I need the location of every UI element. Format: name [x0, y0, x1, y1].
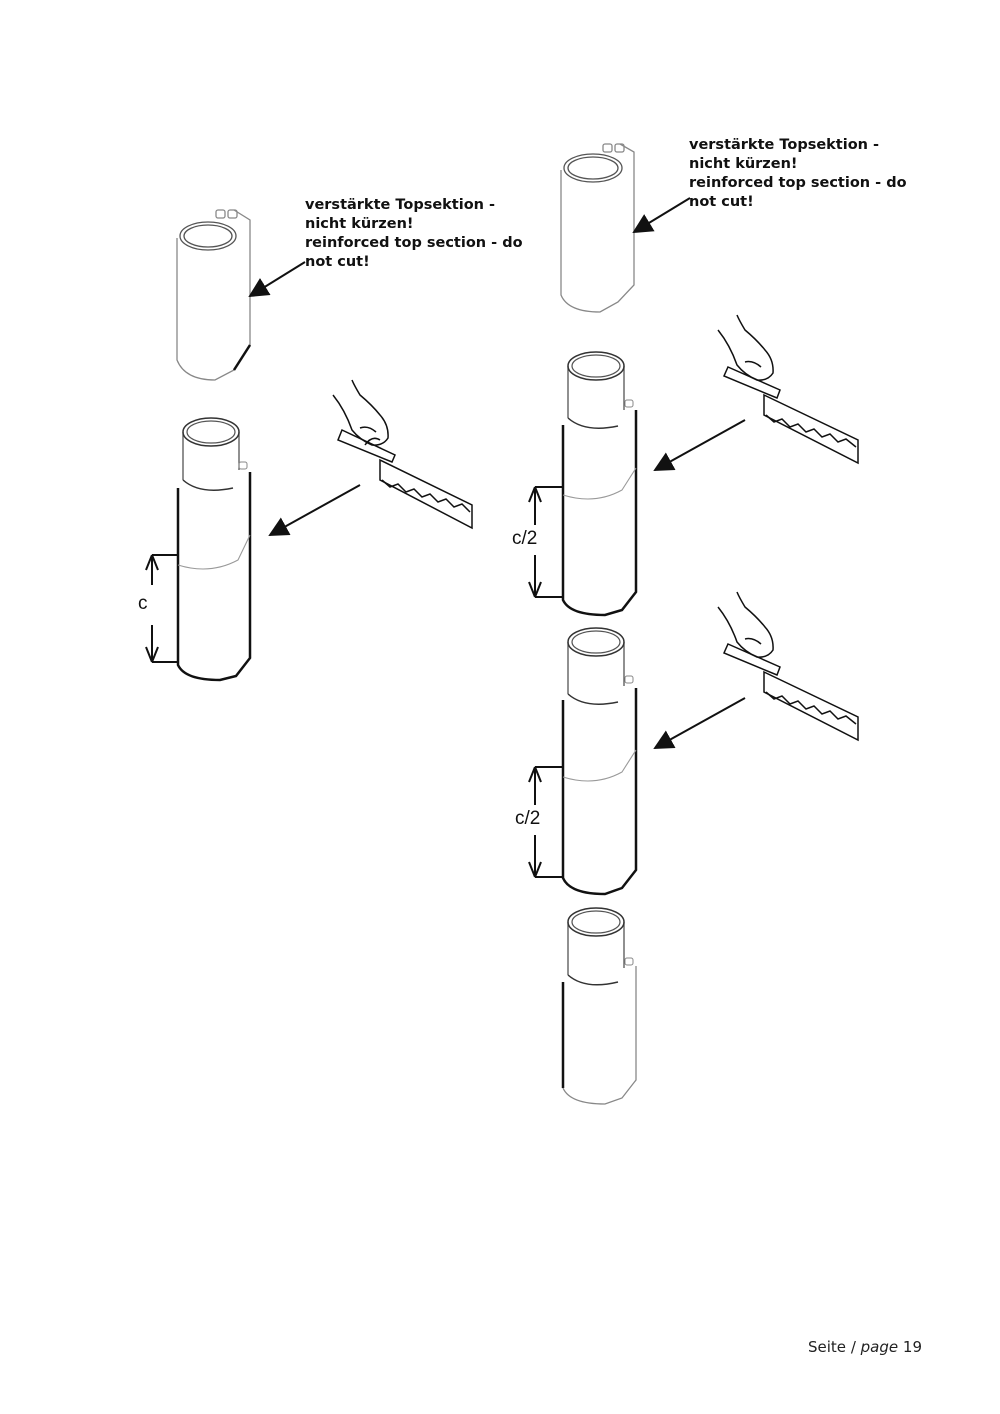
- right-dimension-lower: [528, 766, 563, 878]
- left-note-line4: not cut!: [305, 254, 370, 270]
- right-saw-upper-icon: [717, 314, 859, 465]
- right-saw-lower-icon: [717, 591, 859, 742]
- left-saw-icon: [332, 379, 473, 530]
- right-dimension-upper: [528, 486, 563, 598]
- right-note-line2: nicht kürzen!: [689, 156, 798, 172]
- left-note-line3: reinforced top section - do: [305, 235, 523, 251]
- right-dimension-label-upper: c/2: [512, 528, 538, 549]
- left-note-line2: nicht kürzen!: [305, 216, 414, 232]
- left-warning-note: verstärkte Topsektion - nicht kürzen! re…: [305, 196, 523, 272]
- left-dimension-c: [145, 554, 178, 663]
- footer-separator: /: [850, 1338, 856, 1356]
- footer-page-word: page: [860, 1338, 899, 1356]
- right-note-line3: reinforced top section - do: [689, 175, 907, 191]
- page-footer: Seite / page 19: [808, 1338, 922, 1356]
- right-warning-note: verstärkte Topsektion - nicht kürzen! re…: [689, 136, 907, 212]
- right-arrow-saw-lower: [653, 697, 746, 749]
- left-lower-section: [176, 417, 252, 682]
- right-middle-section: [561, 351, 638, 617]
- right-top-section: [560, 143, 635, 313]
- left-note-line1: verstärkte Topsektion -: [305, 197, 496, 213]
- left-top-section: [176, 209, 252, 381]
- right-note-line1: verstärkte Topsektion -: [689, 137, 880, 153]
- right-arrow-saw-upper: [653, 419, 746, 471]
- left-arrow-top: [248, 261, 306, 298]
- right-lower-section: [561, 627, 638, 896]
- right-bottom-section: [561, 907, 637, 1105]
- right-arrow-top: [632, 197, 691, 234]
- left-dimension-label: c: [138, 593, 148, 614]
- footer-seite: Seite: [808, 1338, 847, 1356]
- left-arrow-saw: [268, 484, 361, 536]
- page-number: 19: [902, 1338, 922, 1356]
- right-dimension-label-lower: c/2: [515, 808, 541, 829]
- right-note-line4: not cut!: [689, 194, 754, 210]
